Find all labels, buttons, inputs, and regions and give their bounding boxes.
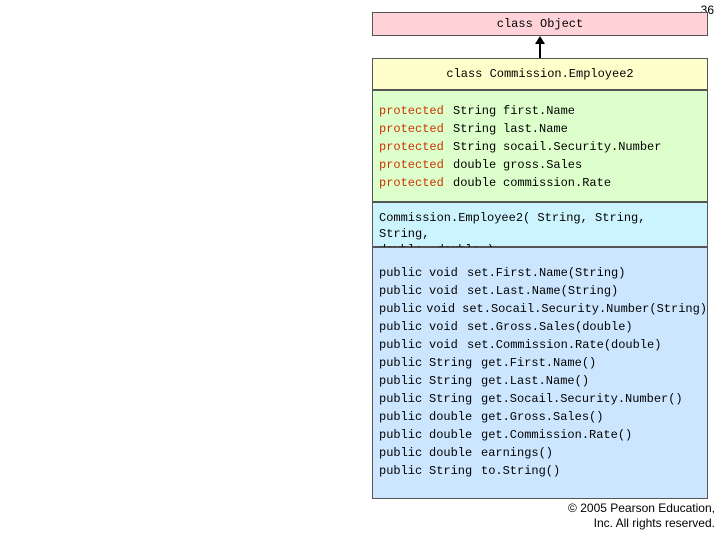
method-signature: get.Gross.Sales() (481, 410, 604, 424)
method-signature: set.Gross.Sales(double) (467, 320, 633, 334)
constructor-line-1: Commission.Employee2( String, String, St… (379, 211, 646, 241)
method-signature: get.First.Name() (481, 356, 597, 370)
method-type: void (426, 302, 456, 316)
method-signature: earnings() (481, 446, 554, 460)
methods-compartment: public void set.First.Name(String) publi… (372, 247, 708, 499)
field-name: first.Name (503, 104, 576, 118)
method-signature: to.String() (481, 464, 561, 478)
method-modifier: public (379, 374, 423, 388)
field-row: protected String last.Name (379, 120, 707, 138)
method-row: public double get.Commission.Rate() (379, 426, 707, 444)
method-row: public double earnings() (379, 444, 707, 462)
field-type: String (453, 122, 497, 136)
field-type: double (453, 158, 497, 172)
method-row: public void set.Commission.Rate(double) (379, 336, 707, 354)
method-row: public double get.Gross.Sales() (379, 408, 707, 426)
method-signature: get.Socail.Security.Number() (481, 392, 683, 406)
inheritance-arrow-icon (535, 36, 545, 58)
method-type: void (429, 266, 458, 280)
method-signature: get.Last.Name() (481, 374, 590, 388)
copyright-notice: © 2005 Pearson Education, Inc. All right… (568, 501, 715, 531)
method-type: void (429, 320, 458, 334)
method-signature: set.First.Name(String) (467, 266, 626, 280)
superclass-box: class Object (372, 12, 708, 36)
field-modifier: protected (379, 122, 444, 136)
method-signature: get.Commission.Rate() (481, 428, 633, 442)
method-modifier: public (379, 356, 423, 370)
method-modifier: public (379, 428, 423, 442)
field-name: gross.Sales (503, 158, 583, 172)
method-row: public void set.Last.Name(String) (379, 282, 707, 300)
field-name: commission.Rate (503, 176, 612, 190)
field-modifier: protected (379, 140, 444, 154)
method-type: String (429, 374, 473, 388)
method-modifier: public (379, 320, 423, 334)
method-signature: set.Socail.Security.Number(String) (462, 302, 707, 316)
method-type: String (429, 356, 473, 370)
method-type: void (429, 284, 458, 298)
field-modifier: protected (379, 158, 444, 172)
field-modifier: protected (379, 104, 444, 118)
method-row: public String get.First.Name() (379, 354, 707, 372)
fields-compartment: protected String first.Name protected St… (372, 90, 708, 202)
field-type: double (453, 176, 497, 190)
constructor-compartment: Commission.Employee2( String, String, St… (372, 202, 708, 257)
method-modifier: public (379, 266, 423, 280)
field-row: protected double commission.Rate (379, 174, 707, 192)
method-type: double (429, 428, 473, 442)
method-type: double (429, 410, 473, 424)
method-type: String (429, 392, 473, 406)
method-modifier: public (379, 302, 423, 316)
field-row: protected double gross.Sales (379, 156, 707, 174)
field-type: String (453, 104, 497, 118)
method-row: public String get.Socail.Security.Number… (379, 390, 707, 408)
method-type: void (429, 338, 458, 352)
method-modifier: public (379, 446, 423, 460)
method-modifier: public (379, 410, 423, 424)
method-modifier: public (379, 392, 423, 406)
field-row: protected String socail.Security.Number (379, 138, 707, 156)
field-modifier: protected (379, 176, 444, 190)
copyright-line-1: © 2005 Pearson Education, (568, 501, 715, 515)
method-row: public String get.Last.Name() (379, 372, 707, 390)
field-name: last.Name (503, 122, 568, 136)
method-modifier: public (379, 284, 423, 298)
method-type: double (429, 446, 473, 460)
superclass-label: class Object (496, 17, 584, 31)
method-modifier: public (379, 338, 423, 352)
method-modifier: public (379, 464, 423, 478)
class-name: class Commission.Employee2 (446, 67, 634, 81)
field-name: socail.Security.Number (503, 140, 662, 154)
method-type: String (429, 464, 473, 478)
method-signature: set.Commission.Rate(double) (467, 338, 662, 352)
method-row: public void set.Socail.Security.Number(S… (379, 300, 707, 318)
method-row: public void set.Gross.Sales(double) (379, 318, 707, 336)
field-row: protected String first.Name (379, 102, 707, 120)
method-row: public String to.String() (379, 462, 707, 480)
class-name-box: class Commission.Employee2 (372, 58, 708, 90)
copyright-line-2: Inc. All rights reserved. (593, 516, 715, 530)
field-type: String (453, 140, 497, 154)
method-row: public void set.First.Name(String) (379, 264, 707, 282)
method-signature: set.Last.Name(String) (467, 284, 619, 298)
